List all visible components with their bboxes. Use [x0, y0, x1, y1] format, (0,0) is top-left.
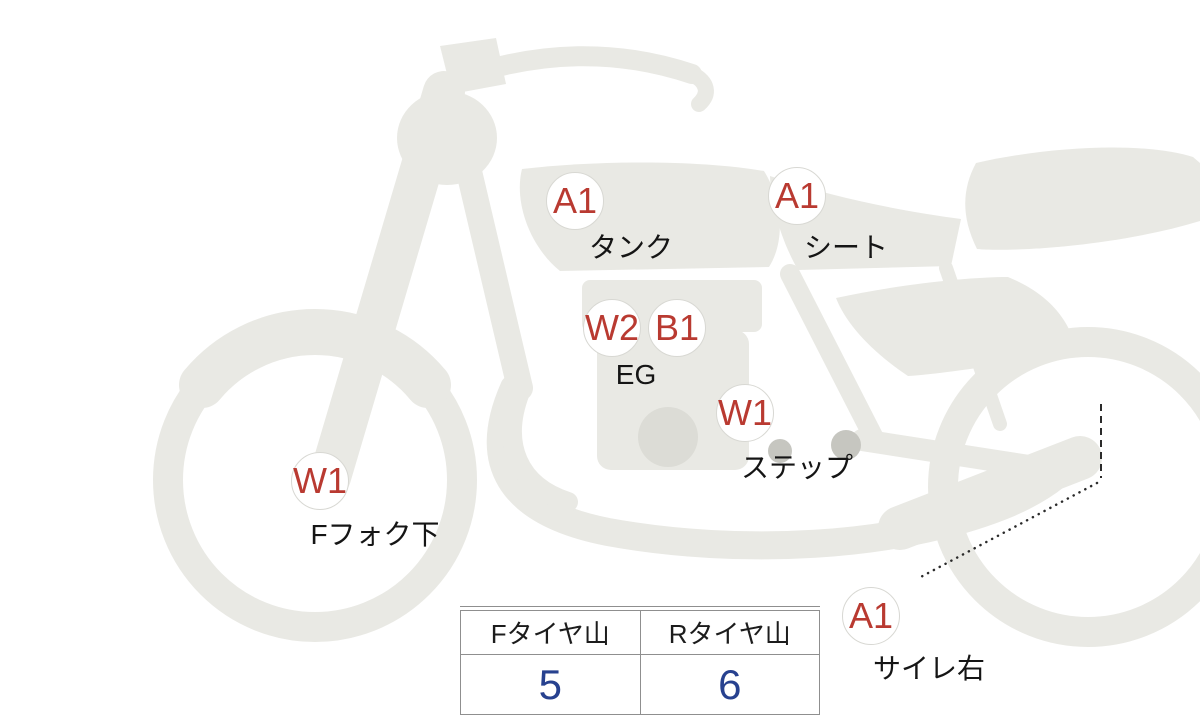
muffler [878, 436, 1102, 550]
pointer-line-diagonal [915, 481, 1099, 581]
mirror [440, 38, 506, 94]
part-label-step: ステップ [740, 452, 854, 483]
front-tire-header: Fタイヤ山 [460, 610, 641, 655]
bike-fills [397, 38, 1200, 470]
engine-guard-loop [502, 382, 578, 512]
rear-wheel [928, 327, 1200, 647]
damage-badge-seat: A1 [768, 167, 826, 225]
part-label-seat: シート [803, 232, 889, 263]
tire-tread-table: Fタイヤ山 Rタイヤ山 5 6 [460, 606, 820, 715]
part-label-engine: EG [615, 359, 657, 390]
part-label-tank: タンク [588, 232, 674, 263]
rear-tire-value: 6 [639, 654, 820, 715]
bike-strokes [153, 46, 1200, 647]
engine-block [597, 330, 749, 470]
headlight [397, 91, 497, 185]
damage-badge-tank: A1 [546, 172, 604, 230]
rear-frame-tube [780, 264, 884, 448]
part-label-front-fork: Fフォク下 [310, 519, 440, 550]
pointer-lines [915, 404, 1102, 581]
front-fender [179, 309, 451, 408]
handlebar-grip [684, 66, 714, 112]
tail-cowl [965, 147, 1200, 250]
damage-badge-front-fork: W1 [291, 452, 349, 510]
front-tire-value: 5 [460, 654, 641, 715]
damage-badge-step: W1 [716, 384, 774, 442]
part-label-silencer-right: サイレ右 [872, 653, 986, 684]
damage-badge-silencer-right: A1 [842, 587, 900, 645]
step-rear-dot [831, 430, 861, 460]
damage-badge-engine-w: W2 [583, 299, 641, 357]
side-cover [836, 277, 1076, 376]
rear-tire-header: Rタイヤ山 [639, 610, 820, 655]
step-front-dot [768, 439, 792, 463]
damage-badge-engine-b: B1 [648, 299, 706, 357]
crankcase-circle [638, 407, 698, 467]
